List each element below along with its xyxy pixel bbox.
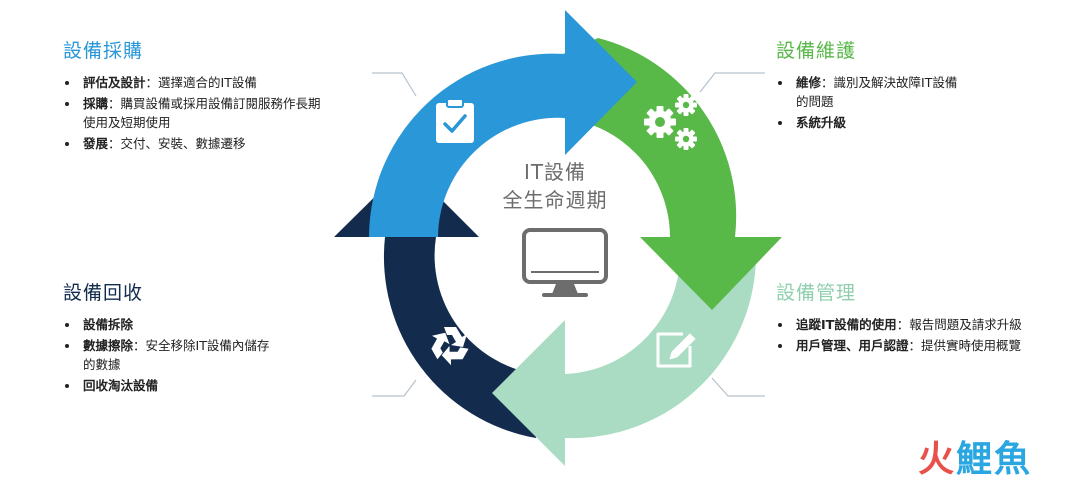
procurement-title: 設備採購	[63, 40, 144, 62]
arrow-segment-maintenance	[563, 38, 782, 310]
edit-icon	[656, 332, 696, 368]
watermark-part1: 火	[918, 439, 957, 480]
center-title-line1: IT設備	[523, 160, 587, 184]
list-item: 用戶管理、用戶認證：提供實時使用概覽	[776, 336, 1028, 355]
center-title-line2: 全生命週期	[502, 188, 608, 212]
connector-lines	[372, 72, 765, 397]
connector-line-maintenance	[699, 72, 765, 93]
connector-line-management	[711, 377, 765, 397]
center-title: IT設備 全生命週期	[455, 158, 655, 214]
connector-line-procurement	[372, 72, 417, 97]
list-item: 評估及設計：選擇適合的IT設備	[63, 73, 353, 92]
management-panel: 設備管理 追蹤IT設備的使用：報告問題及請求升級 用戶管理、用戶認證：提供實時使…	[776, 278, 1036, 357]
maintenance-title: 設備維護	[776, 40, 857, 62]
watermark-part2: 鯉魚	[956, 439, 1033, 480]
procurement-panel: 設備採購 評估及設計：選擇適合的IT設備 採購：購買設備或採用設備訂閱服務作長期…	[63, 36, 353, 155]
monitor-icon	[522, 228, 608, 297]
procurement-list: 評估及設計：選擇適合的IT設備 採購：購買設備或採用設備訂閱服務作長期使用及短期…	[63, 73, 353, 153]
recycling-title: 設備回收	[63, 282, 144, 304]
list-item: 維修：識別及解決故障IT設備的問題	[776, 73, 961, 111]
watermark-logo: 火鯉魚	[918, 440, 1032, 480]
gears-icon	[644, 94, 697, 150]
list-item: 數據擦除：安全移除IT設備內儲存的數據	[63, 336, 279, 374]
list-item: 系統升級	[776, 113, 976, 132]
list-item: 追蹤IT設備的使用：報告問題及請求升級	[776, 315, 1028, 334]
recycling-list: 設備拆除 數據擦除：安全移除IT設備內儲存的數據 回收淘汰設備	[63, 315, 303, 395]
maintenance-panel: 設備維護 維修：識別及解決故障IT設備的問題 系統升級	[776, 36, 976, 134]
list-item: 回收淘汰設備	[63, 376, 303, 395]
list-item: 採購：購買設備或採用設備訂閱服務作長期使用及短期使用	[63, 94, 331, 132]
arrow-segment-procurement	[369, 10, 637, 237]
list-item: 設備拆除	[63, 315, 303, 334]
connector-line-recycling	[372, 379, 417, 397]
management-list: 追蹤IT設備的使用：報告問題及請求升級 用戶管理、用戶認證：提供實時使用概覽	[776, 315, 1036, 355]
management-title: 設備管理	[776, 282, 857, 304]
recycle-icon	[431, 327, 469, 366]
maintenance-list: 維修：識別及解決故障IT設備的問題 系統升級	[776, 73, 976, 132]
clipboard-check-icon	[436, 98, 474, 143]
recycling-panel: 設備回收 設備拆除 數據擦除：安全移除IT設備內儲存的數據 回收淘汰設備	[63, 278, 303, 397]
arrow-segment-management	[492, 250, 757, 466]
list-item: 發展：交付、安裝、數據遷移	[63, 134, 353, 153]
